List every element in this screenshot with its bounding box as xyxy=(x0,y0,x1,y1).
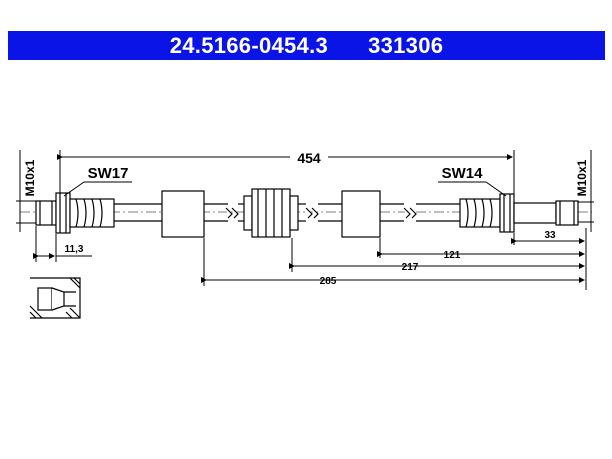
fitting-section-detail xyxy=(29,277,81,319)
hose-body xyxy=(35,188,579,238)
right-thread-dimension xyxy=(576,150,594,232)
right-dimensions xyxy=(201,228,587,290)
dim-33-label: 33 xyxy=(544,230,556,241)
part-number: 24.5166-0454.3 xyxy=(169,32,329,58)
right-thread-label: M10x1 xyxy=(575,159,589,196)
left-wrench-label: SW17 xyxy=(88,165,129,182)
left-fitting-label: 11,3 xyxy=(65,244,84,255)
left-thread-label: M10x1 xyxy=(23,159,37,196)
left-fitting-dimension xyxy=(33,226,92,262)
left-wrench-leader xyxy=(63,181,85,197)
right-wrench-label: SW14 xyxy=(442,165,484,182)
right-wrench-leader xyxy=(485,181,507,197)
dim-217-label: 217 xyxy=(402,262,419,273)
overall-length-dimension xyxy=(57,150,515,200)
part-code: 331306 xyxy=(368,32,444,58)
overall-length-label: 454 xyxy=(297,150,321,166)
left-thread-dimension xyxy=(16,150,36,232)
dim-121-label: 121 xyxy=(444,250,461,261)
title-bar: 24.5166-0454.3 331306 xyxy=(8,31,605,60)
dim-285-label: 285 xyxy=(320,276,337,287)
